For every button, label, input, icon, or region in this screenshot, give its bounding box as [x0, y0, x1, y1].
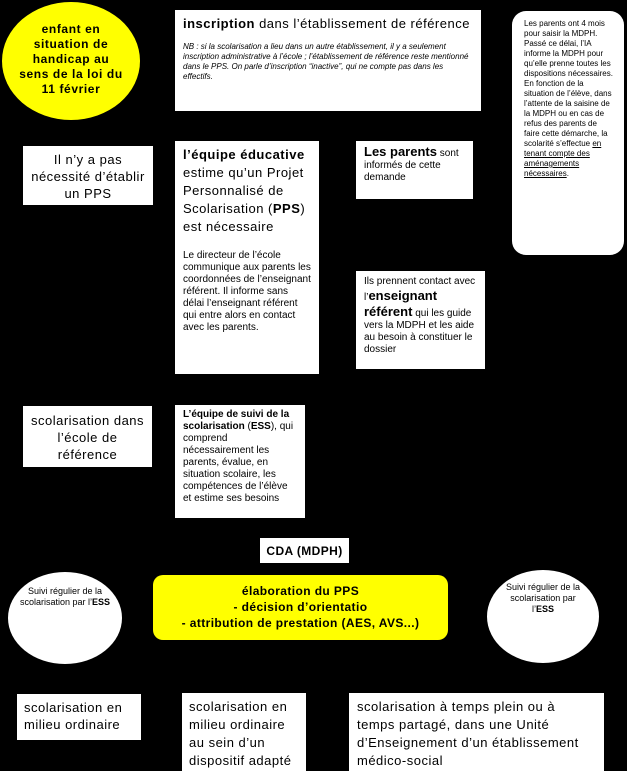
- child-situation-circle: enfant en situation de handicap au sens …: [2, 2, 140, 120]
- team-director-text: Le directeur de l’école communique aux p…: [183, 250, 311, 333]
- parents-informed-box: Les parents sont informés de cette deman…: [356, 141, 473, 199]
- inscription-box: inscription dans l’établissement de réfé…: [175, 10, 481, 111]
- educational-team-box: l’équipe éducative estime qu’un Projet P…: [175, 141, 319, 374]
- follow-up-left-circle: Suivi régulier de la scolarisation par l…: [8, 572, 122, 664]
- pps-line-2: - décision d’orientatio: [233, 600, 368, 614]
- inscription-note: NB : si la scolarisation a lieu dans un …: [183, 42, 469, 81]
- pps-line-1: élaboration du PPS: [241, 584, 360, 598]
- note-p3: En fonction de la situation de l’élève, …: [524, 79, 612, 178]
- pps-line-3: - attribution de prestation (AES, AVS...…: [181, 616, 420, 630]
- reference-school-text: scolarisation dans l’école de référence: [30, 413, 145, 462]
- referent-contact-box: Ils prennent contact avec l’enseignant r…: [356, 271, 485, 369]
- cda-box: CDA (MDPH): [260, 538, 349, 563]
- no-pps-box: Il n’y a pas nécessité d’établir un PPS: [23, 146, 153, 205]
- cda-label: CDA (MDPH): [266, 544, 343, 558]
- ordinary-school-box: scolarisation en milieu ordinaire: [17, 694, 141, 740]
- pps-elaboration-box: élaboration du PPS - décision d’orientat…: [153, 575, 448, 640]
- medico-social-box: scolarisation à temps plein ou à temps p…: [349, 693, 604, 771]
- adapted-device-box: scolarisation en milieu ordinaire au sei…: [182, 693, 306, 771]
- note-underlined: en tenant compte des aménagements nécess…: [524, 139, 602, 178]
- no-pps-text: Il n’y a pas nécessité d’établir un PPS: [31, 152, 145, 201]
- inscription-rest: dans l’établissement de référence: [254, 16, 470, 31]
- parents-delay-note: Les parents ont 4 mois pour saisir la MD…: [512, 11, 624, 255]
- follow-up-right-circle: Suivi régulier de la scolarisation par l…: [487, 570, 599, 663]
- ess-box: L’équipe de suivi de la scolarisation (E…: [175, 405, 305, 518]
- note-p2: Passé ce délai, l’IA informe la MDPH pou…: [524, 39, 613, 78]
- inscription-lead: inscription: [183, 16, 255, 31]
- reference-school-box: scolarisation dans l’école de référence: [23, 406, 152, 467]
- note-p1: Les parents ont 4 mois pour saisir la MD…: [524, 19, 605, 38]
- child-situation-text: enfant en situation de handicap au sens …: [19, 22, 123, 96]
